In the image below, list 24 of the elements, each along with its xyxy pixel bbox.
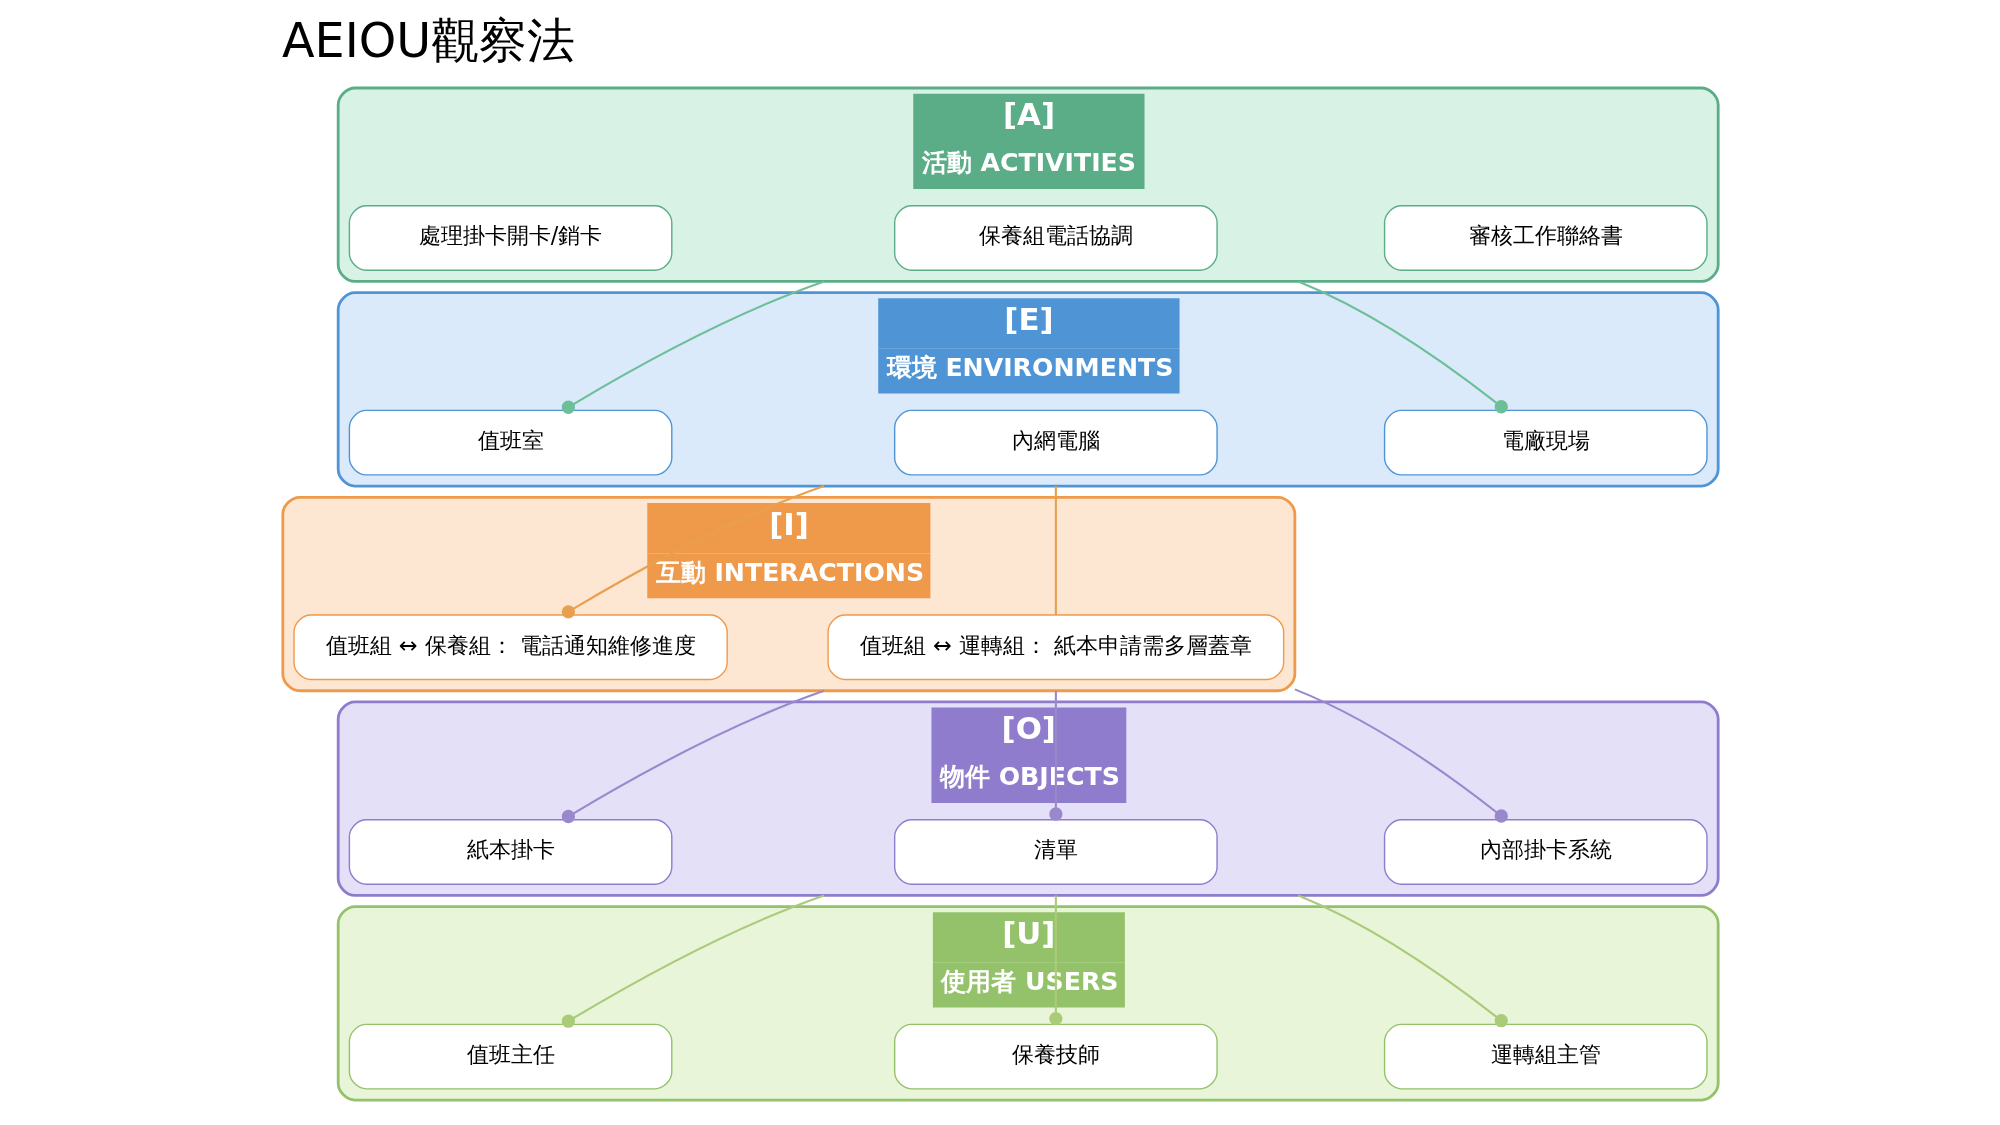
connector [1048, 895, 1062, 1026]
node-box: 處理掛卡開卡/銷卡 [348, 205, 672, 271]
node-box: 清單 [893, 819, 1218, 885]
connector [561, 280, 824, 414]
node-box: 審核工作聯絡書 [1383, 205, 1708, 271]
connector [1297, 894, 1508, 1028]
connector [1297, 280, 1508, 414]
node-box: 值班室 [348, 409, 672, 476]
node-box: 保養組電話協調 [893, 205, 1218, 271]
connector [1054, 486, 1057, 615]
node-box: 值班組 ↔ 保養組： 電話通知維修進度 [292, 614, 728, 681]
node-box: 內部掛卡系統 [1383, 819, 1708, 885]
connector [561, 689, 824, 824]
node-box: 紙本掛卡 [348, 819, 672, 885]
node-box: 運轉組主管 [1383, 1023, 1708, 1090]
connector [1048, 690, 1062, 821]
connector [561, 894, 824, 1028]
node-box: 值班組 ↔ 運轉組： 紙本申請需多層蓋章 [826, 614, 1284, 681]
diagram-title: AEIOU觀察法 [281, 13, 575, 69]
node-box: 保養技師 [893, 1023, 1218, 1090]
node-box: 內網電腦 [893, 409, 1218, 476]
connector [1293, 688, 1508, 823]
node-box: 值班主任 [348, 1023, 672, 1090]
node-box: 電廠現場 [1383, 409, 1708, 476]
